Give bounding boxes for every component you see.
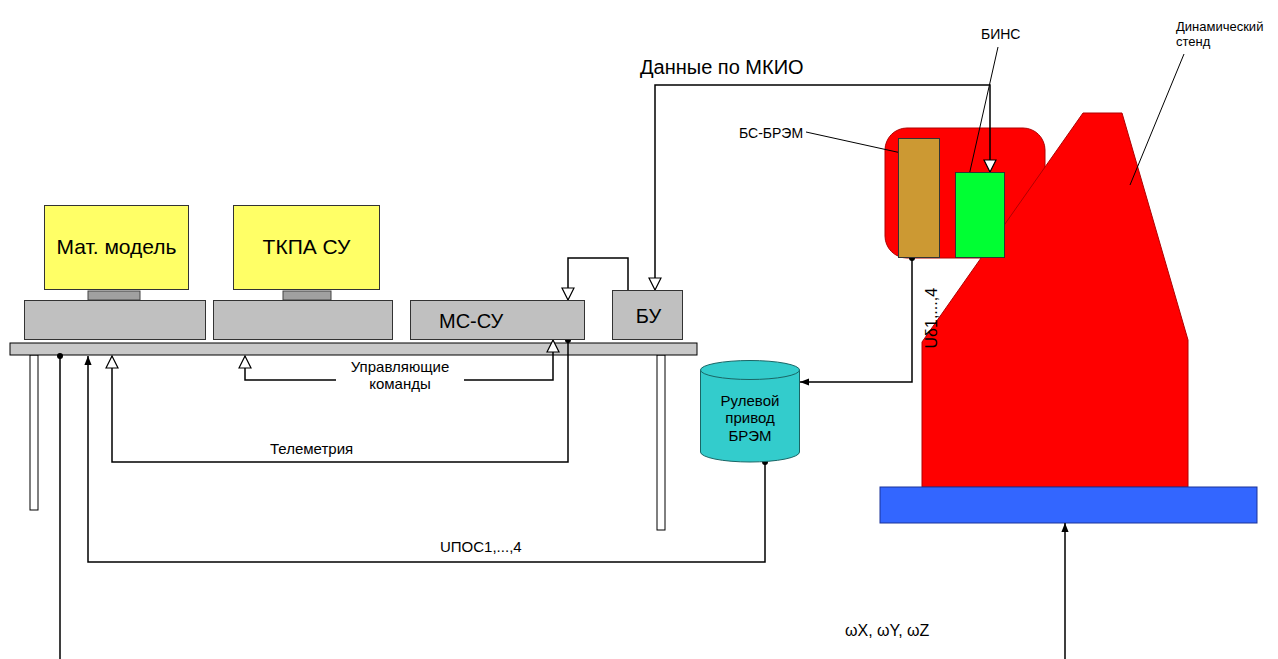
actuator-cylinder: Рулевой привод БРЭМ [700,360,800,462]
leader-line [968,47,998,180]
monitor-stand [88,291,140,300]
electronics-block: БС-БРЭМ [898,138,940,258]
signal-label: Управляющие команды [336,358,464,393]
cylinder-top [701,361,800,380]
signal-connector [800,258,912,382]
signal-label: ωX, ωY, ωZ [845,622,929,640]
process-box: МС-СУ [410,300,585,340]
node-label: ТКПА СУ [233,205,380,290]
computer-outline [24,205,206,356]
computer-base [25,301,206,340]
node-label: Динамический стенд [1176,20,1272,50]
table-top [10,343,697,355]
computer: Мат. модель [24,205,206,356]
computer-outline [213,205,393,356]
node-label: БУ [613,291,684,341]
node-label: Рулевой привод БРЭМ [704,378,796,458]
signal-label: Данные по МКИО [640,56,804,79]
node-label: МС-СУ [439,301,579,341]
cylinder-body [701,370,800,462]
table-leg [657,355,665,530]
signal-label: UПОС1,...,4 [440,538,522,555]
node-label: БИНС [981,26,1031,42]
connector-dot [57,353,63,359]
signal-label: Телеметрия [270,440,353,457]
signal-connector [88,356,765,562]
signal-connector [655,85,990,290]
monitor-screen [45,206,189,290]
signal-connector [112,340,568,462]
process-box: БУ [612,290,683,340]
computer-base [214,301,393,340]
leader-line [1130,54,1184,185]
signal-connector [60,356,1065,659]
stand-body [922,113,1188,487]
monitor-screen [234,206,380,290]
dynamic-stand: Динамический стендБС-БРЭМБИНС [880,20,1257,523]
computer: ТКПА СУ [213,205,393,356]
node-label: БС-БРЭМ [739,125,825,141]
navigation-unit: БИНС [955,172,1005,258]
node-label: Мат. модель [44,205,189,290]
table-leg [30,355,38,510]
monitor-stand [283,291,331,300]
stand-base [880,487,1257,523]
signal-label: Uδ1,...,4 [923,288,941,348]
